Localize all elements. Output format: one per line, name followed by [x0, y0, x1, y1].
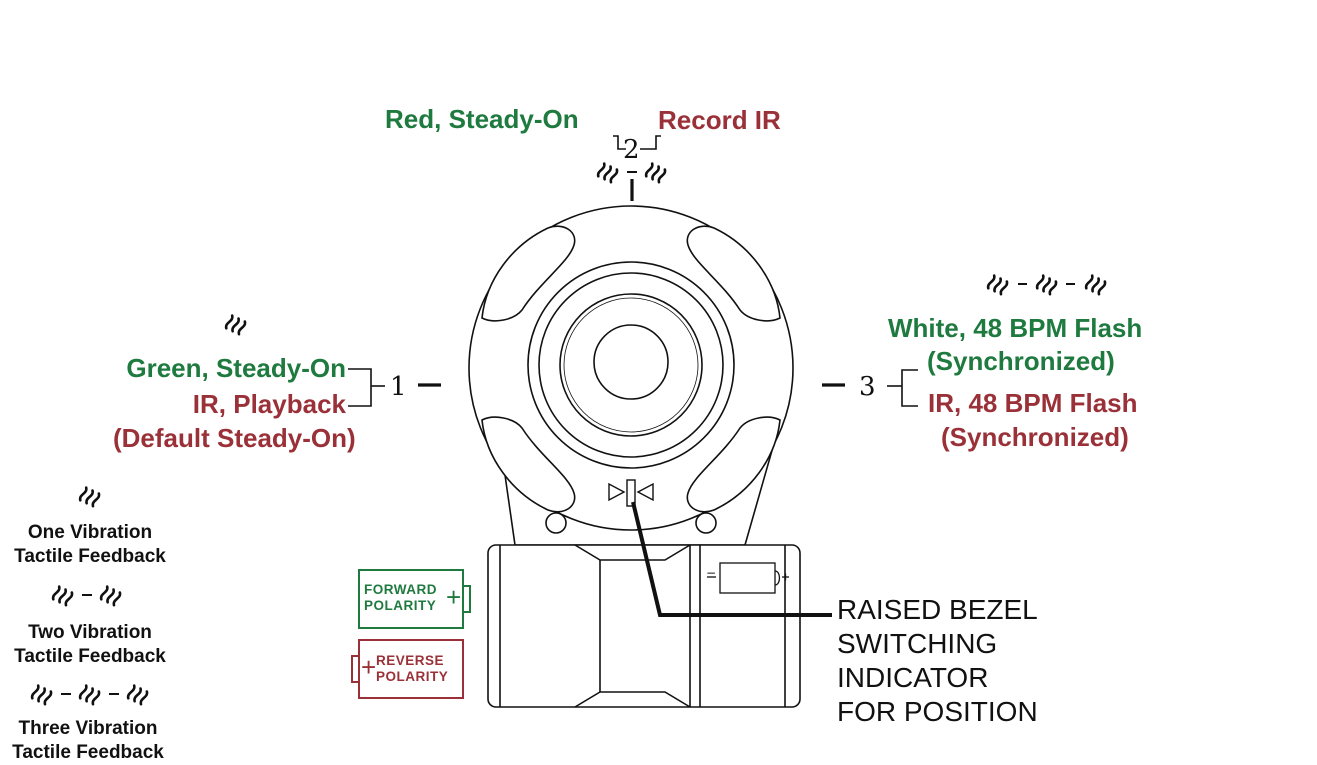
legend-one-line1: One Vibration	[27, 522, 153, 543]
reverse-polarity-text: REVERSE POLARITY	[376, 653, 448, 685]
p1-red-label-line2: (Default Steady-On)	[113, 423, 356, 453]
forward-plus-icon: +	[446, 582, 462, 612]
reverse-polarity-line1: REVERSE	[376, 653, 445, 668]
indicator-note-line1: RAISED BEZEL	[837, 594, 1038, 625]
legend-three-vibration: Three Vibration Tactile Feedback	[0, 717, 178, 765]
p2-green-label: Red, Steady-On	[385, 104, 579, 134]
brackets	[348, 135, 918, 407]
p3-red-label-line2: (Synchronized)	[941, 422, 1129, 452]
legend-vibration-icons	[29, 485, 150, 706]
legend-two-line1: Two Vibration	[28, 622, 152, 643]
battery-icon	[707, 562, 789, 594]
p1-red-label-line1: IR, Playback	[192, 389, 346, 419]
p3-red-label-line1: IR, 48 BPM Flash	[928, 388, 1138, 418]
position-number-2: 2	[623, 135, 640, 165]
position-number-3: 3	[859, 372, 876, 402]
indicator-note: RAISED BEZEL SWITCHING INDICATOR FOR POS…	[837, 593, 1038, 729]
p3-green-label-line1: White, 48 BPM Flash	[888, 313, 1143, 343]
vibration-icons-p2	[595, 161, 668, 184]
vibration-icons-p3	[985, 273, 1108, 296]
legend-two-line2: Tactile Feedback	[14, 646, 166, 667]
reverse-polarity-badge	[351, 639, 464, 699]
indicator-note-line3: INDICATOR	[837, 662, 989, 693]
forward-polarity-text: FORWARD POLARITY	[364, 582, 437, 614]
battery-minus-label: −	[706, 566, 717, 580]
reverse-plus-icon: +	[361, 652, 377, 682]
screw-right	[695, 512, 717, 534]
p2-red-label: Record IR	[658, 105, 781, 135]
legend-one-vibration: One Vibration Tactile Feedback	[0, 521, 180, 569]
reverse-polarity-line2: POLARITY	[376, 669, 449, 684]
vibration-icon-p1	[223, 313, 248, 336]
indicator-note-line2: SWITCHING	[837, 628, 998, 659]
forward-polarity-line1: FORWARD	[364, 582, 437, 597]
flashlight-head	[468, 205, 794, 531]
bezel-indicator	[608, 479, 654, 507]
legend-two-vibration: Two Vibration Tactile Feedback	[0, 621, 180, 669]
forward-polarity-badge	[358, 569, 471, 629]
legend-three-line2: Tactile Feedback	[12, 742, 164, 763]
legend-one-line2: Tactile Feedback	[14, 546, 166, 567]
p3-green-label-line2: (Synchronized)	[927, 346, 1115, 376]
legend-three-line1: Three Vibration	[18, 718, 158, 739]
p1-green-label: Green, Steady-On	[126, 353, 346, 383]
forward-polarity-line2: POLARITY	[364, 598, 437, 613]
tube-body	[487, 544, 801, 708]
indicator-note-line4: FOR POSITION	[837, 696, 1038, 727]
position-ticks	[418, 179, 845, 387]
indicator-leader-line	[631, 501, 832, 617]
screw-left	[545, 512, 567, 534]
position-number-1: 1	[390, 372, 407, 402]
